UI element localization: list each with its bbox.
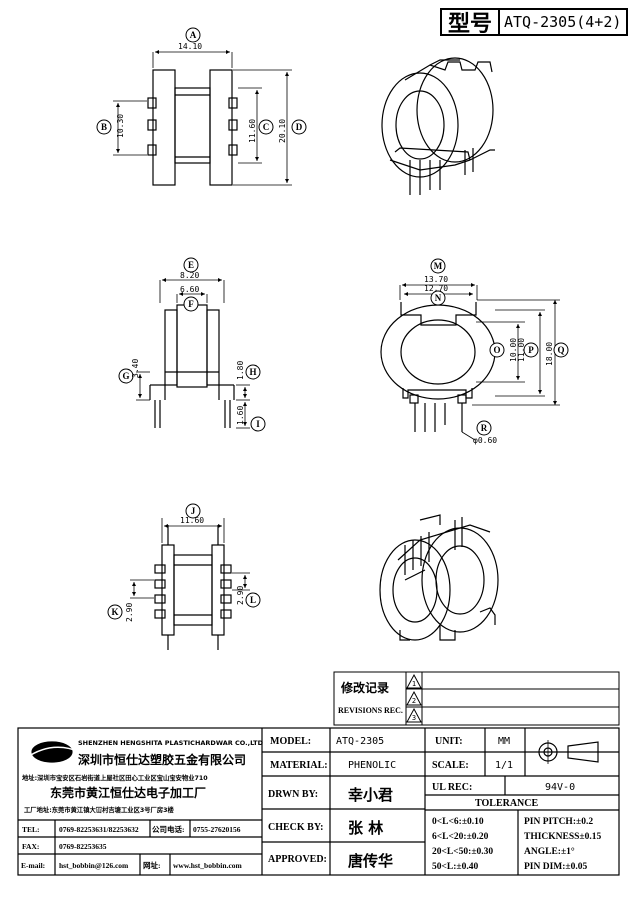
dim-2-90-a: 2.90 (125, 603, 134, 622)
dim-1-80: 1.80 (236, 361, 245, 380)
scale-label: SCALE: (432, 760, 469, 771)
ulrec-label: UL REC: (432, 782, 472, 793)
tel-value: 0769-82253631/82253632 (59, 825, 139, 834)
material-value: PHENOLIC (348, 760, 396, 771)
company-phone-label: 公司电话: (152, 824, 185, 834)
dim-11-60-b: 11.60 (180, 516, 204, 525)
model-label: MODEL: (270, 736, 311, 747)
tol-row-3: 20<L<50:±0.30 (432, 847, 493, 857)
email-label: E-mail: (21, 861, 45, 870)
check-label: CHECK BY: (268, 822, 323, 833)
revisions-table (333, 671, 620, 726)
dim-8-20: 8.20 (180, 271, 199, 280)
text-layer: A B C D E F G H I M N O P Q R J K L 14.1… (21, 27, 602, 872)
label-O: O (493, 345, 500, 355)
end-view (380, 283, 560, 441)
label-R: R (481, 423, 488, 433)
label-P: P (528, 345, 534, 355)
rev-mark-1: 1 (412, 680, 416, 688)
material-label: MATERIAL: (270, 760, 328, 771)
label-E: E (188, 260, 194, 270)
pin-row-4: PIN DIM:±0.05 (524, 862, 588, 872)
tol-row-1: 0<L<6:±0.10 (432, 817, 484, 827)
model-value: ATQ-2305 (336, 736, 384, 747)
bottom-view (130, 518, 250, 650)
label-Q: Q (557, 345, 564, 355)
drawn-value: 幸小君 (348, 786, 393, 804)
label-D: D (296, 122, 303, 132)
dim-6-60: 6.60 (180, 285, 199, 294)
web-value: www.hst_bobbin.com (173, 861, 243, 870)
iso-view-top (381, 57, 495, 195)
unit-value: MM (498, 736, 510, 747)
revision-marks (406, 673, 422, 723)
company-address: 地址:深圳市宝安区石岩街道上屋社区田心工业区宝山宝安物业710 (22, 773, 208, 782)
label-A: A (190, 30, 197, 40)
check-value: 张 林 (348, 819, 384, 837)
company-name-cn: 深圳市恒仕达塑胶五金有限公司 (78, 752, 246, 767)
drawn-label: DRWN BY: (268, 789, 318, 800)
dim-18-00: 18.00 (545, 342, 554, 366)
dim-13-70: 13.70 (424, 275, 448, 284)
label-C: C (263, 122, 270, 132)
dim-3-40: 3.40 (131, 359, 140, 378)
dim-11-00: 11.00 (517, 338, 526, 362)
dim-0-60: φ0.60 (473, 436, 497, 445)
title-block (17, 727, 620, 876)
dim-20-10: 20.10 (278, 119, 287, 143)
revisions-title: 修改记录 (340, 680, 389, 695)
company-phone-value: 0755-27620156 (193, 825, 241, 834)
label-L: L (250, 595, 256, 605)
factory-name: 东莞市黄江恒仕达电子加工厂 (50, 785, 206, 800)
dim-11-60: 11.60 (248, 119, 257, 143)
logo-icon (25, 741, 81, 763)
dim-14-10: 14.10 (178, 42, 202, 51)
dim-2-90-b: 2.90 (236, 586, 245, 605)
front-view (113, 50, 292, 186)
label-M: M (434, 261, 443, 271)
projection-symbol-icon (536, 740, 599, 764)
fax-value: 0769-82253635 (59, 842, 107, 851)
ulrec-value: 94V-0 (545, 782, 575, 793)
label-I: I (256, 419, 260, 429)
model-header-label: 型号 (442, 10, 500, 37)
scale-value: 1/1 (495, 760, 513, 771)
dim-10-30: 10.30 (116, 114, 125, 138)
label-H: H (249, 367, 256, 377)
company-name-en: SHENZHEN HENGSHITA PLASTICHARDWAR CO.,LT… (78, 739, 264, 747)
factory-address: 工厂地址:东莞市黄江镇大冚村吉塘工业区3号厂房3楼 (24, 805, 175, 814)
dim-12-70: 12.70 (424, 284, 448, 293)
approved-value: 唐传华 (348, 852, 393, 870)
tol-row-2: 6<L<20:±0.20 (432, 832, 489, 842)
iso-view-bottom (379, 514, 499, 641)
fax-label: FAX: (22, 842, 39, 851)
email-value: hst_bobbin@126.com (59, 861, 129, 870)
unit-label: UNIT: (435, 736, 463, 747)
dim-10-00: 10.00 (509, 338, 518, 362)
approved-label: APPROVED: (268, 854, 327, 865)
web-label: 网址: (143, 860, 161, 870)
pin-row-1: PIN PITCH:±0.2 (524, 817, 593, 827)
label-N: N (435, 293, 442, 303)
label-B: B (101, 122, 107, 132)
rev-mark-3: 3 (412, 714, 416, 722)
label-F: F (188, 299, 194, 309)
model-header-value: ATQ-2305(4+2) (504, 13, 622, 31)
model-header: 型号 ATQ-2305(4+2) (440, 8, 628, 37)
tol-row-4: 50<L:±0.40 (432, 862, 479, 872)
label-K: K (111, 607, 118, 617)
label-G: G (122, 371, 129, 381)
pin-row-2: THICKNESS±0.15 (524, 832, 602, 842)
dim-1-60: 1.60 (236, 406, 245, 425)
label-J: J (191, 506, 196, 516)
revisions-subtitle: REVISIONS REC. (338, 706, 403, 715)
pin-row-3: ANGLE:±1° (524, 846, 575, 857)
dim-letter-circles (96, 27, 569, 620)
tolerance-label: TOLERANCE (475, 798, 538, 809)
rev-mark-2: 2 (412, 697, 416, 705)
tel-label: TEL: (22, 825, 40, 834)
